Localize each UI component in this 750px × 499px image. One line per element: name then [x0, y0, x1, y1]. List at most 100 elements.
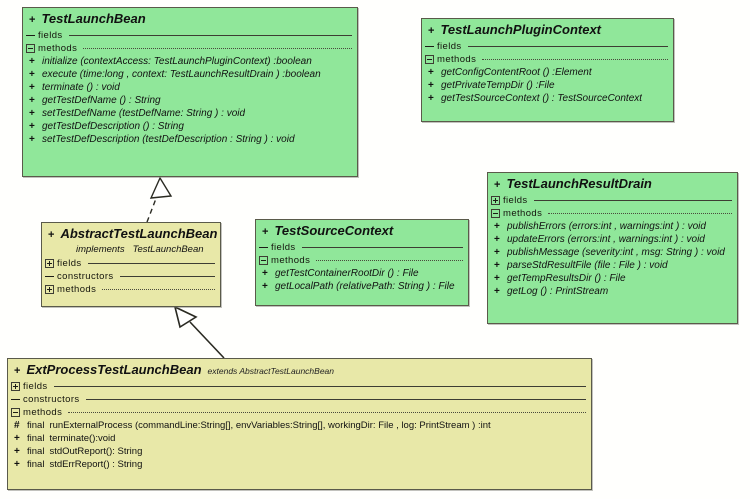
section-methods-testlaunchresultdrain[interactable]: methods	[488, 207, 737, 220]
section-label: methods	[437, 54, 477, 65]
member-row[interactable]: +publishMessage (severity:int , msg: Str…	[488, 246, 737, 259]
member-row[interactable]: +getTestSourceContext () : TestSourceCon…	[422, 92, 673, 105]
section-rule	[68, 412, 586, 413]
section-label: constructors	[57, 271, 114, 282]
member-visibility: +	[14, 446, 20, 457]
expander-minus-icon[interactable]	[259, 256, 268, 265]
section-fields-abstracttestlaunchbean[interactable]: fields	[42, 257, 220, 270]
member-row[interactable]: +parseStdResultFile (file : File ) : voi…	[488, 259, 737, 272]
class-name: ExtProcessTestLaunchBean	[26, 362, 202, 377]
member-row[interactable]: +getTestDefName () : String	[23, 94, 357, 107]
member-signature: setTestDefName (testDefName: String ) : …	[42, 108, 246, 119]
member-visibility: +	[29, 69, 35, 80]
member-row[interactable]: + getLocalPath (relativePath: String ) : …	[256, 280, 468, 293]
member-row[interactable]: +initialize (contextAccess: TestLaunchPl…	[23, 55, 357, 68]
member-row[interactable]: +getTestContainerRootDir () : File	[256, 267, 468, 280]
class-name: TestLaunchPluginContext	[440, 22, 602, 37]
member-visibility: +	[262, 281, 268, 292]
section-fields-extprocesstestlaunchbean[interactable]: fields	[8, 380, 591, 393]
member-modifier: final	[27, 459, 45, 470]
member-row[interactable]: + setTestDefName (testDefName: String ) :…	[23, 107, 357, 120]
member-signature: getLocalPath (relativePath: String ) : F…	[275, 281, 455, 292]
member-visibility: +	[29, 108, 35, 119]
member-visibility: +	[14, 433, 20, 444]
implements-keyword: implements	[76, 244, 125, 255]
member-row[interactable]: +terminate () : void	[23, 81, 357, 94]
expander-minus-icon[interactable]	[491, 209, 500, 218]
member-signature: getTestContainerRootDir () : File	[275, 268, 419, 279]
member-row[interactable]: +getPrivateTempDir () :File	[422, 79, 673, 92]
section-methods-testlaunchplugincontext[interactable]: methods	[422, 53, 673, 66]
expander-minus-icon[interactable]	[425, 55, 434, 64]
member-row[interactable]: +publishErrors (errors:int , warnings:in…	[488, 220, 737, 233]
realization-line	[146, 195, 158, 223]
member-signature: getTestDefDescription () : String	[42, 121, 184, 132]
section-label: methods	[503, 208, 543, 219]
expander-minus-icon[interactable]	[11, 408, 20, 417]
expander-plus-icon[interactable]	[45, 285, 54, 294]
member-row[interactable]: +getTestDefDescription () : String	[23, 120, 357, 133]
section-label: fields	[503, 195, 528, 206]
section-fields-testlaunchplugincontext[interactable]: fields	[422, 40, 673, 53]
section-methods-testlaunchbean[interactable]: methods	[23, 42, 357, 55]
member-signature: initialize (contextAccess: TestLaunchPlu…	[42, 56, 312, 67]
expander-none-icon[interactable]	[26, 31, 35, 40]
section-methods-abstracttestlaunchbean[interactable]: methods	[42, 283, 220, 296]
class-header-testlaunchresultdrain: +TestLaunchResultDrain	[488, 173, 737, 194]
expander-none-icon[interactable]	[11, 395, 20, 404]
section-label: methods	[38, 43, 78, 54]
expander-plus-icon[interactable]	[45, 259, 54, 268]
member-modifier: final	[27, 446, 45, 457]
class-name: TestLaunchBean	[41, 11, 146, 26]
section-rule	[85, 399, 586, 400]
class-header-testsourcecontext: +TestSourceContext	[256, 220, 468, 241]
section-fields-testsourcecontext[interactable]: fields	[256, 241, 468, 254]
section-constructors-abstracttestlaunchbean[interactable]: constructors	[42, 270, 220, 283]
member-signature: updateErrors (errors:int , warnings:int …	[507, 234, 705, 245]
member-signature: terminate () : void	[42, 82, 120, 93]
expander-none-icon[interactable]	[45, 272, 54, 281]
member-modifier: final	[27, 433, 45, 444]
member-row[interactable]: +setTestDefDescription (testDefDescripti…	[23, 133, 357, 146]
expander-plus-icon[interactable]	[491, 196, 500, 205]
member-row[interactable]: + updateErrors (errors:int , warnings:int…	[488, 233, 737, 246]
section-label: constructors	[23, 394, 80, 405]
member-visibility: +	[494, 234, 500, 245]
expander-plus-icon[interactable]	[11, 382, 20, 391]
uml-class-extprocesstestlaunchbean[interactable]: + ExtProcessTestLaunchBean extends Abstrac…	[7, 358, 592, 490]
member-row[interactable]: +getTempResultsDir () : File	[488, 272, 737, 285]
section-methods-testsourcecontext[interactable]: methods	[256, 254, 468, 267]
member-signature: getTestDefName () : String	[42, 95, 161, 106]
member-row[interactable]: +execute (time:long , context: TestLaunc…	[23, 68, 357, 81]
class-stereotype: extends AbstractTestLaunchBean	[207, 366, 335, 376]
relationship-generalization	[173, 305, 225, 359]
member-signature: setTestDefDescription (testDefDescriptio…	[42, 134, 295, 145]
class-visibility: +	[428, 25, 435, 37]
member-visibility: +	[494, 247, 500, 258]
section-rule	[482, 59, 668, 60]
section-methods-extprocesstestlaunchbean[interactable]: methods	[8, 406, 591, 419]
section-fields-testlaunchbean[interactable]: fields	[23, 29, 357, 42]
section-fields-testlaunchresultdrain[interactable]: fields	[488, 194, 737, 207]
member-visibility: +	[494, 221, 500, 232]
section-rule	[316, 260, 463, 261]
section-rule	[467, 46, 668, 47]
generalization-arrowhead	[173, 305, 198, 329]
member-signature: getTempResultsDir () : File	[507, 273, 626, 284]
section-constructors-extprocesstestlaunchbean[interactable]: constructors	[8, 393, 591, 406]
expander-none-icon[interactable]	[425, 42, 434, 51]
member-row[interactable]: +getLog () : PrintStream	[488, 285, 737, 298]
member-row[interactable]: +getConfigContentRoot () :Element	[422, 66, 673, 79]
expander-minus-icon[interactable]	[26, 44, 35, 53]
expander-none-icon[interactable]	[259, 243, 268, 252]
